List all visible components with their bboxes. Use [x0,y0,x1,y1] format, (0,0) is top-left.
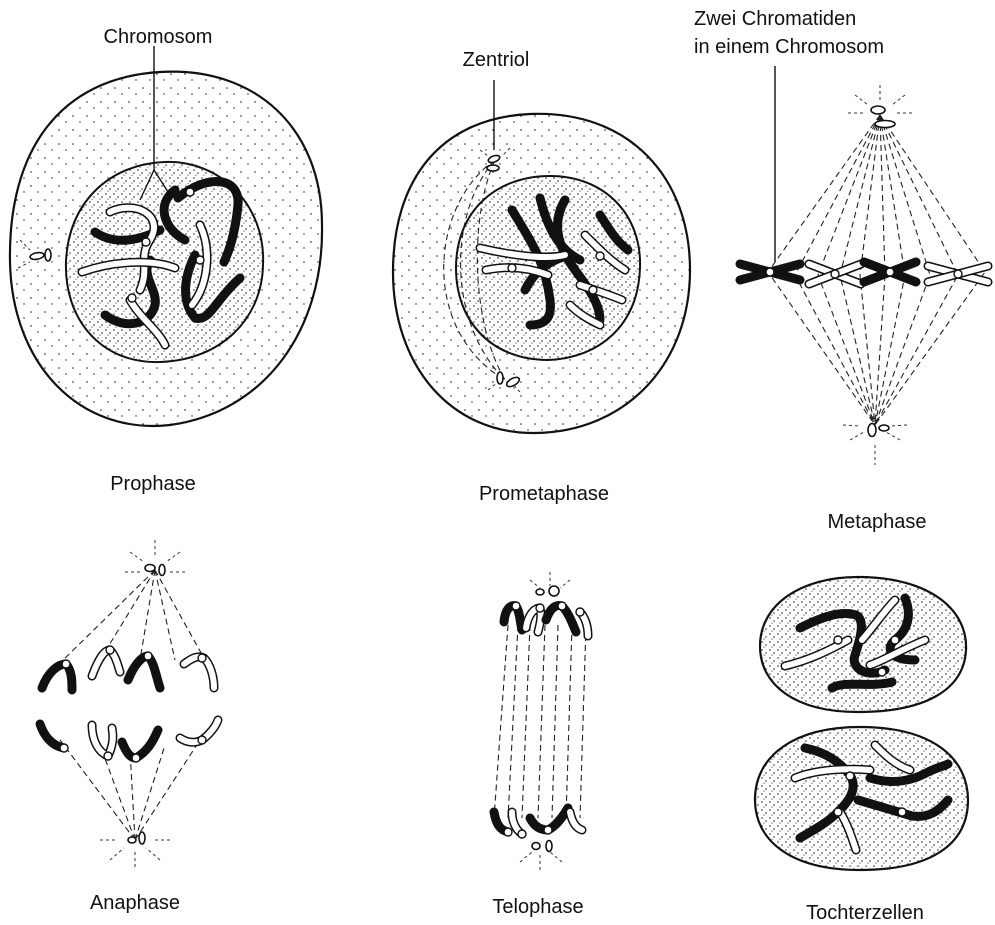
chromatids-callout: Zwei Chromatiden in einem Chromosom [694,8,884,262]
prophase-panel: Chromosom Prophase [10,26,322,495]
anaphase-spindle [58,540,205,870]
metaphase-panel: Zwei Chromatiden in einem Chromosom Meta… [694,8,988,533]
chromatids-label-line2: in einem Chromosom [694,36,884,58]
telophase-lower-chromatids [494,808,582,838]
daughter-cells-panel: Tochterzellen [755,577,968,924]
telophase-label: Telophase [492,896,583,918]
daughter-cell-upper [760,577,966,712]
anaphase-upper-chromatids [42,646,214,690]
prophase-label: Prophase [110,473,196,495]
metaphase-chromosomes [740,262,988,284]
anaphase-label: Anaphase [90,892,180,914]
anaphase-lower-chromatids [40,720,218,762]
prometaphase-label: Prometaphase [479,483,609,505]
telophase-upper-chromatids [504,602,588,636]
chromatids-label-line1: Zwei Chromatiden [694,8,856,30]
daughter-cells-label: Tochterzellen [806,902,924,924]
centriole-label: Zentriol [463,49,530,71]
prometaphase-panel: Zentriol Prometaphase [393,49,690,505]
metaphase-label: Metaphase [828,511,927,533]
chromosome-label: Chromosom [104,26,213,48]
telophase-panel: Telophase [492,572,588,918]
anaphase-panel: Anaphase [40,540,218,914]
